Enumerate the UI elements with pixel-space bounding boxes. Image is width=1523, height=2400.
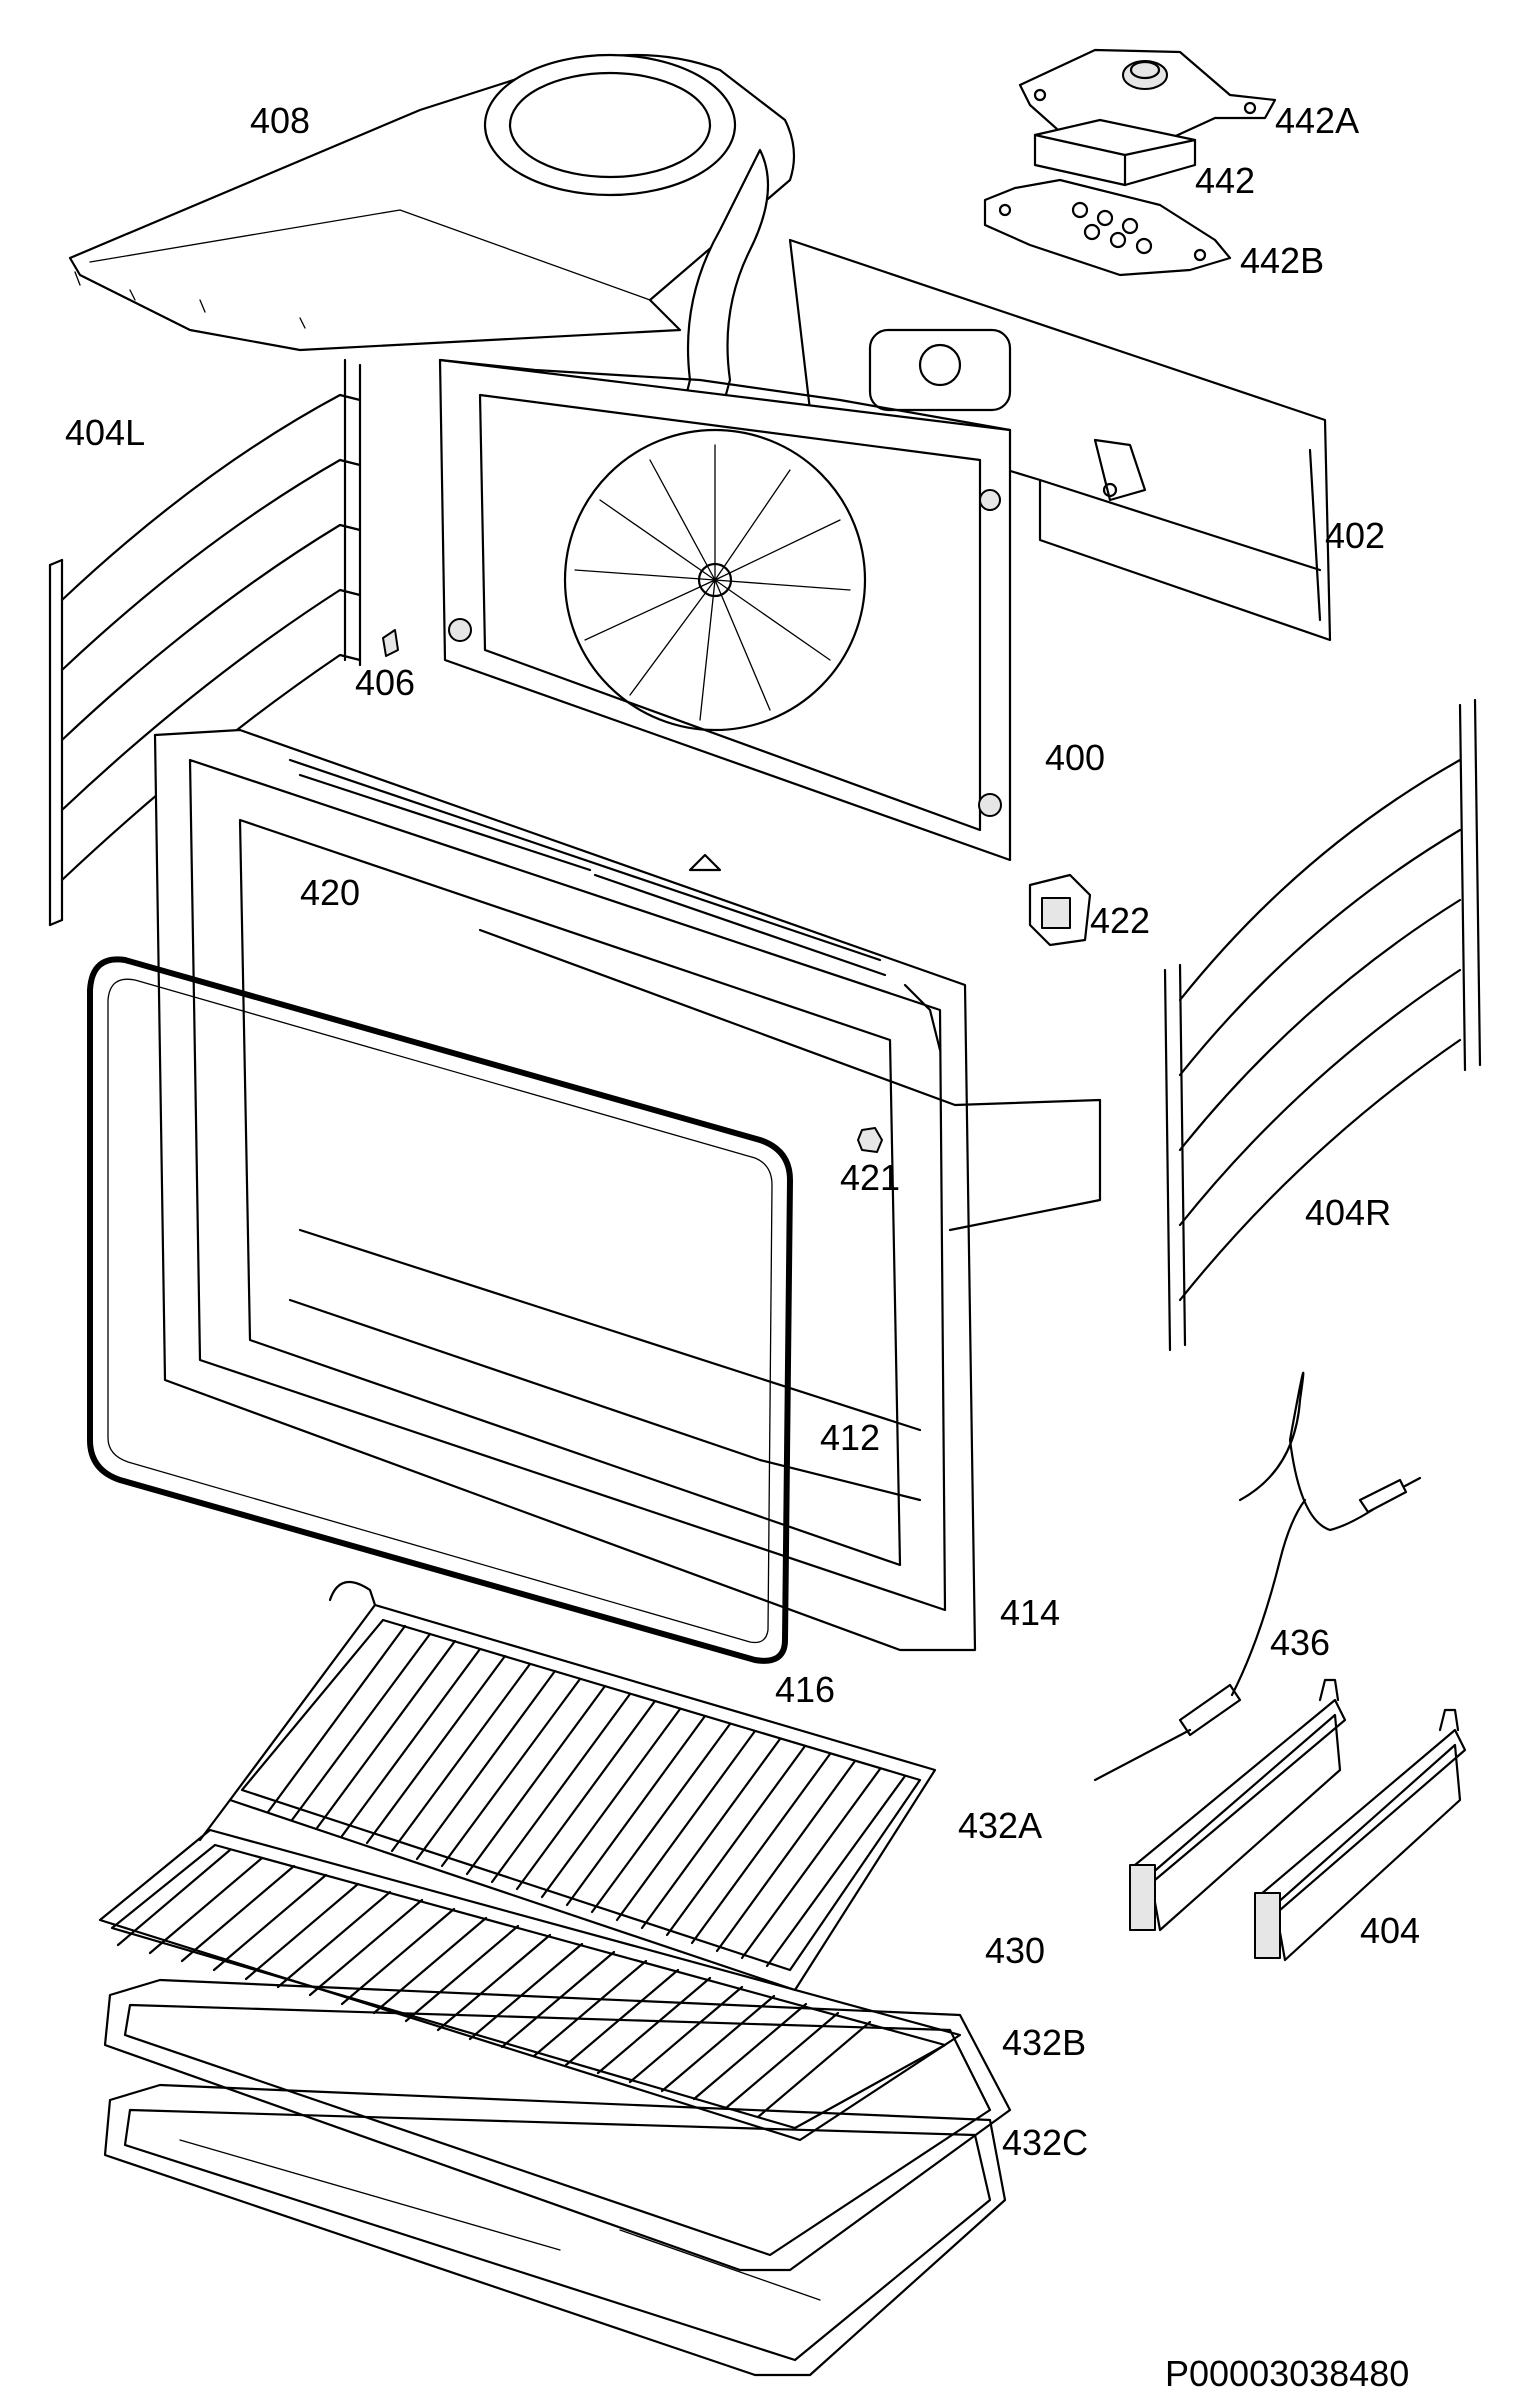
part-432A-wire-shelf [198,1580,937,1992]
part-432B-baking-tray [103,1978,1012,2272]
part-414-cavity-front-frame [153,728,1102,1652]
label-442: 442 [1195,160,1256,201]
label-404R: 404R [1305,1192,1392,1233]
label-404: 404 [1360,1910,1421,1951]
label-412: 412 [820,1417,881,1458]
label-416: 416 [775,1669,836,1710]
part-404-telescopic-runners [1129,1678,1467,1962]
part-404R-right-shelf-runner [1163,698,1482,1352]
part-442-lamp-glass [1033,118,1197,187]
part-402-rear-frame [788,238,1332,642]
label-432C: 432C [1002,2122,1089,2163]
part-400-rear-panel [438,358,1012,862]
part-406-clip [382,629,399,657]
part-442B-lamp-holder [983,178,1232,277]
label-421: 421 [840,1157,901,1198]
label-442A: 442A [1275,100,1360,141]
label-436: 436 [1270,1622,1331,1663]
label-420: 420 [300,872,361,913]
label-414: 414 [1000,1592,1061,1633]
document-code: P00003038480 [1165,2353,1410,2394]
label-432A: 432A [958,1805,1043,1846]
part-436-meat-probe [1093,1371,1422,1782]
label-406: 406 [355,662,416,703]
part-404L-left-shelf-runner [48,358,362,927]
label-422: 422 [1090,900,1151,941]
part-432C-deep-tray [103,2083,1007,2377]
label-432B: 432B [1002,2022,1087,2063]
label-404L: 404L [65,412,146,453]
part-421-nut [857,1127,883,1153]
label-442B: 442B [1240,240,1325,281]
part-408-fan-cover [68,53,796,472]
part-416-door-seal [87,956,793,1664]
label-408: 408 [250,100,311,141]
part-422-connector [1028,873,1092,947]
label-402: 402 [1325,515,1386,556]
label-400: 400 [1045,737,1106,778]
label-430: 430 [985,1930,1046,1971]
